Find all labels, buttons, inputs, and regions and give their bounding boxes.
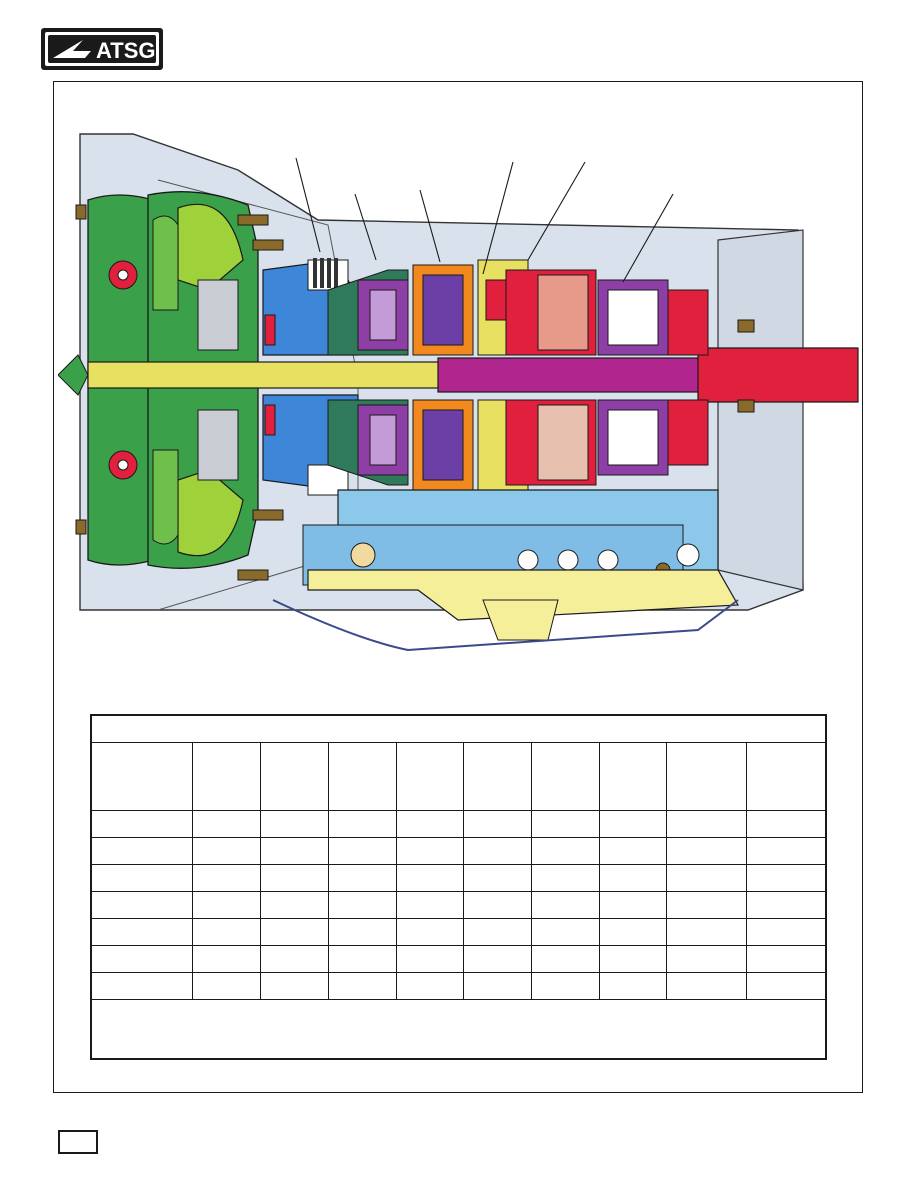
filter bbox=[482, 599, 559, 641]
table-row bbox=[92, 919, 825, 946]
column-divider bbox=[328, 743, 329, 999]
table-row bbox=[92, 838, 825, 865]
chart-grid bbox=[92, 742, 825, 1000]
pan-line bbox=[272, 599, 739, 652]
table-row bbox=[92, 865, 825, 892]
oil-pan bbox=[307, 569, 740, 621]
table-row bbox=[92, 946, 825, 973]
column-divider bbox=[746, 743, 747, 999]
column-divider bbox=[531, 743, 532, 999]
column-divider bbox=[192, 743, 193, 999]
torque-converter bbox=[57, 191, 259, 569]
output-yoke bbox=[697, 347, 859, 403]
column-divider bbox=[599, 743, 600, 999]
table-header-row bbox=[92, 743, 825, 811]
clutch-application-chart bbox=[90, 714, 827, 1060]
logo-text: ATSG bbox=[96, 38, 155, 63]
column-divider bbox=[666, 743, 667, 999]
clutch-packs-top bbox=[307, 258, 709, 356]
page-number-box bbox=[58, 1130, 98, 1154]
transmission-diagram bbox=[57, 130, 868, 670]
atsg-logo: ATSG bbox=[40, 27, 164, 71]
column-divider bbox=[463, 743, 464, 999]
extension-housing bbox=[717, 229, 804, 591]
table-row bbox=[92, 811, 825, 838]
column-divider bbox=[260, 743, 261, 999]
column-divider bbox=[396, 743, 397, 999]
table-notes bbox=[92, 1000, 825, 1058]
page-frame bbox=[53, 81, 863, 1093]
output-shaft bbox=[437, 357, 719, 393]
case-bolts bbox=[75, 204, 755, 581]
callout-leaders bbox=[295, 157, 674, 283]
table-row bbox=[92, 892, 825, 919]
